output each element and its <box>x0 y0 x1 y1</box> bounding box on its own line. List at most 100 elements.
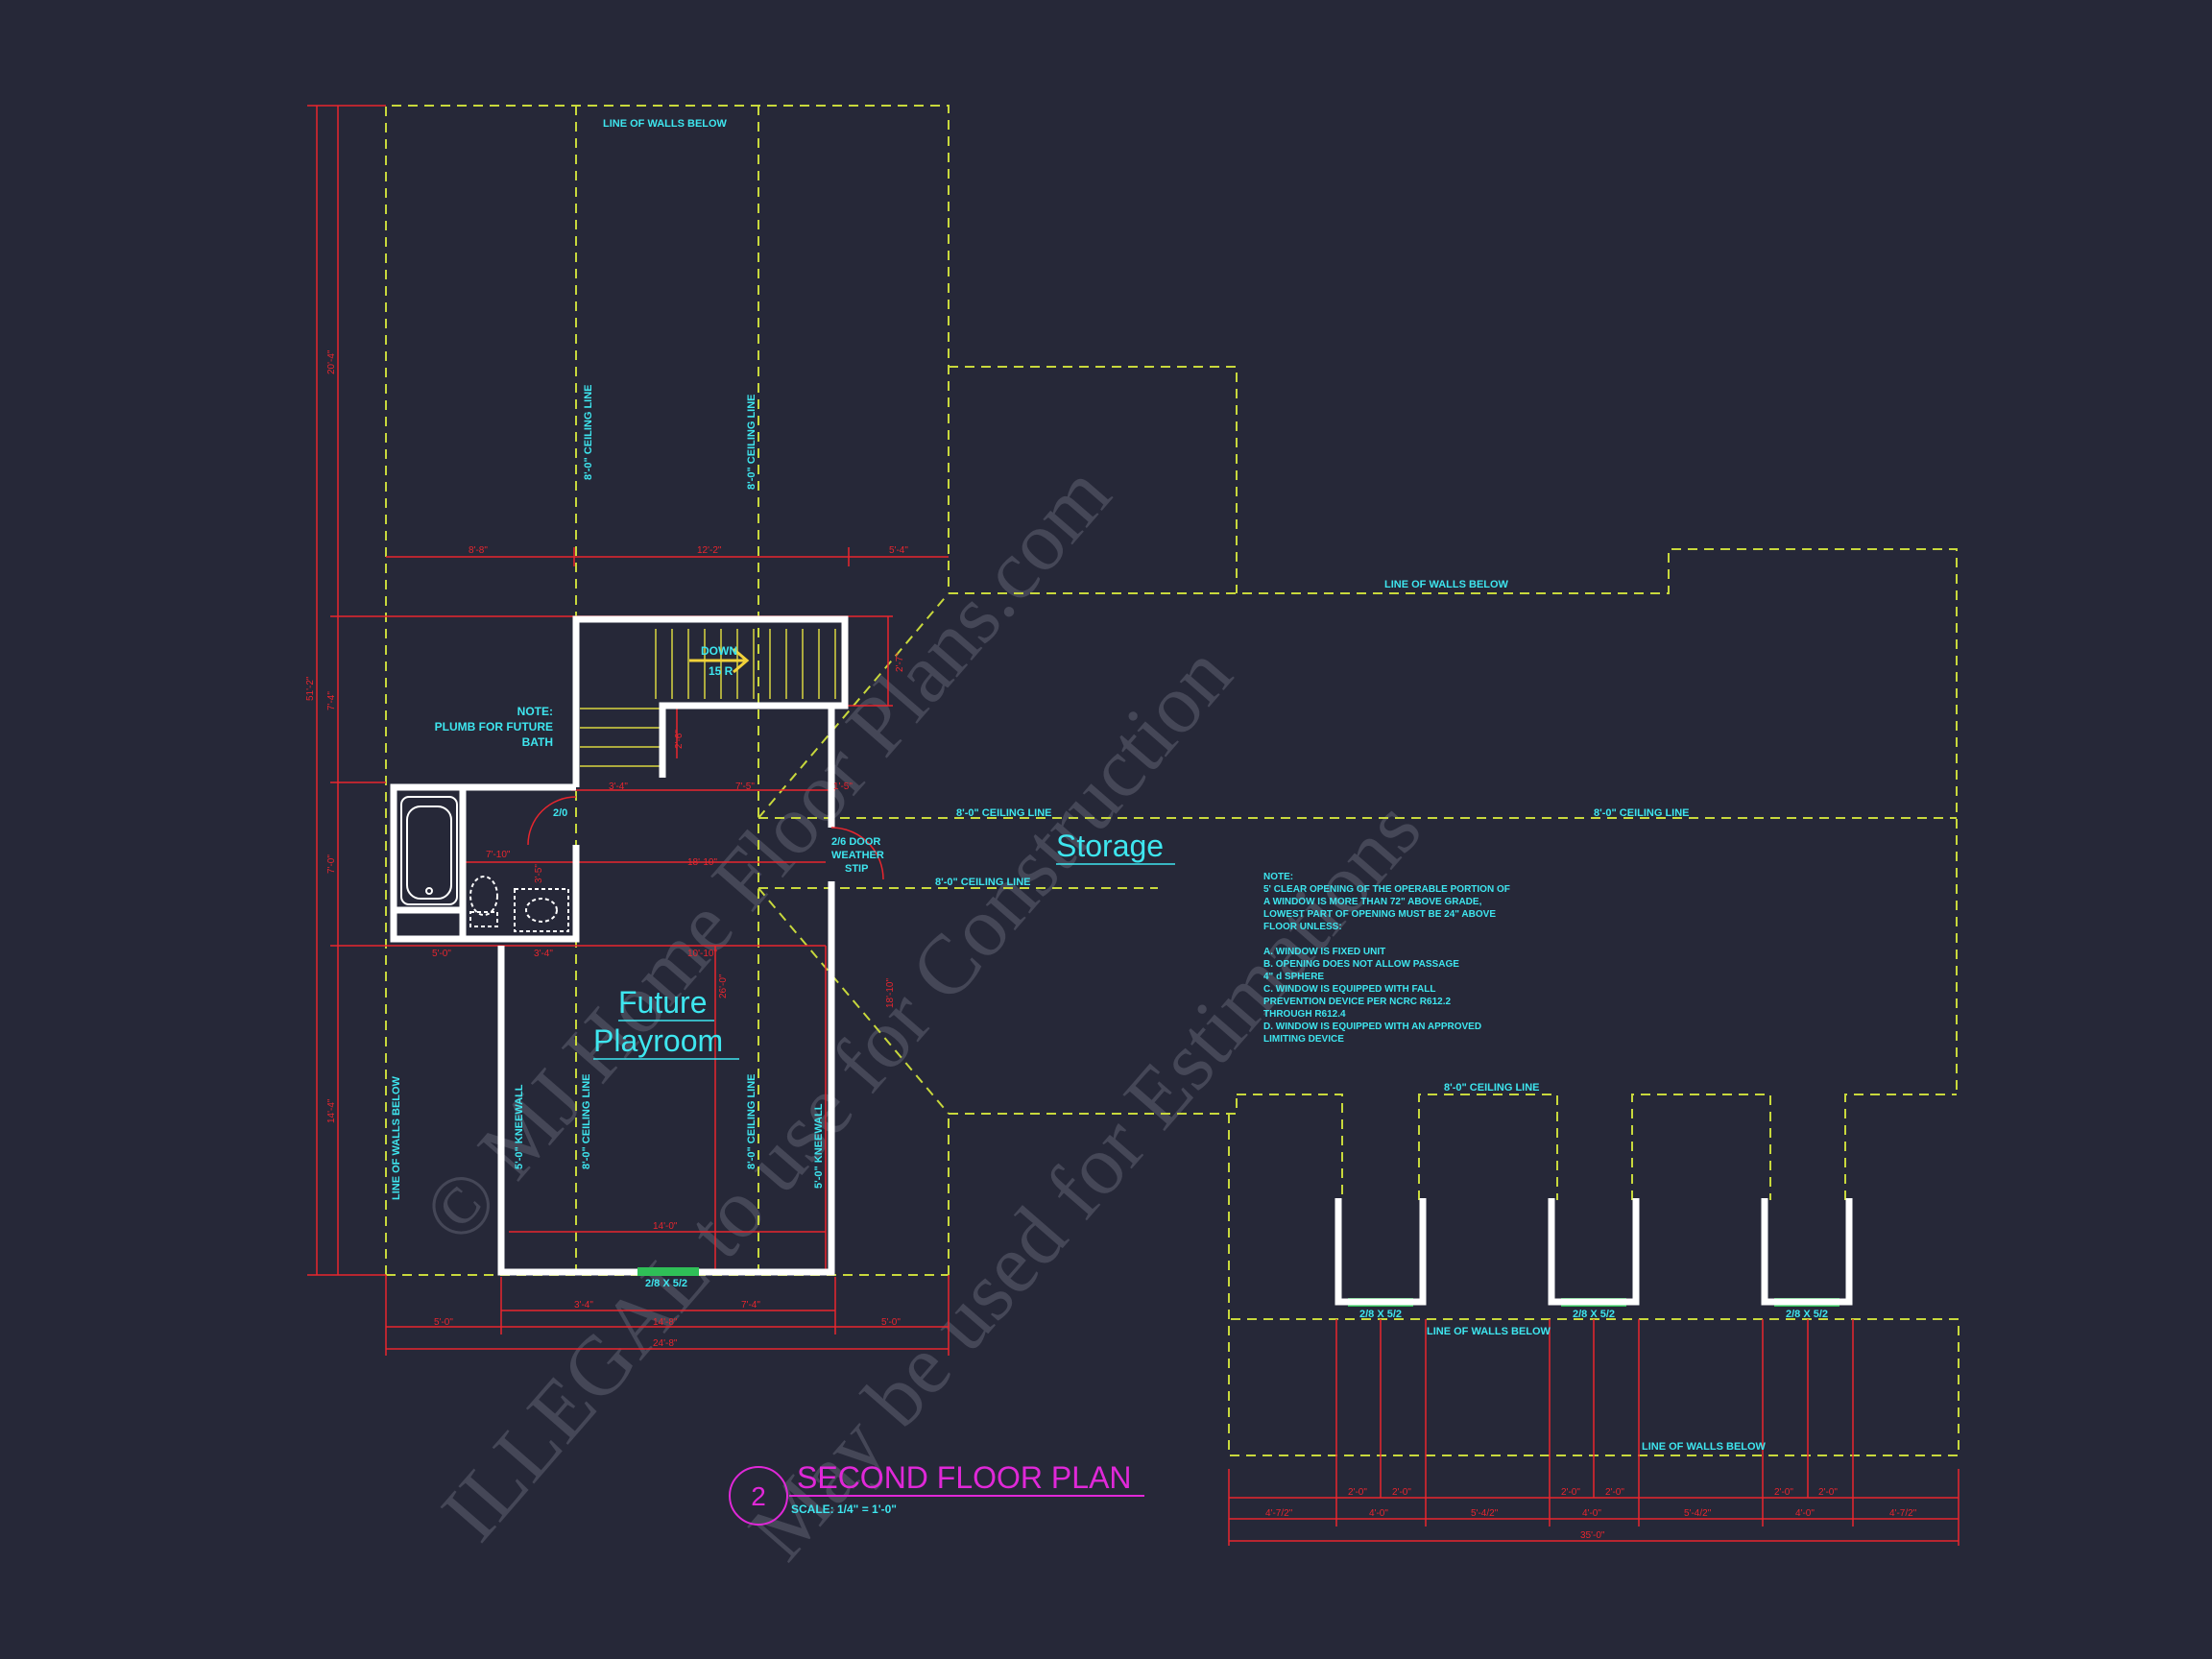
dim-left-stair: 7'-4" <box>326 691 337 710</box>
egress-note-line: B. OPENING DOES NOT ALLOW PASSAGE <box>1263 959 1459 970</box>
label-stair-risers: 15 R <box>709 664 733 678</box>
label-ceiling-v1: 8'-0" CEILING LINE <box>583 384 594 480</box>
dim-play-bottom-inner: 14'-0" <box>653 1221 678 1232</box>
dim-play-top: 10'-10" <box>687 949 717 959</box>
stair-landing-wall <box>659 702 835 758</box>
title-text: SECOND FLOOR PLAN <box>797 1460 1132 1495</box>
doors <box>527 796 884 880</box>
label-note-plumb-2: PLUMB FOR FUTURE <box>435 720 553 733</box>
label-window-playroom: 2/8 X 5/2 <box>645 1278 687 1289</box>
stair-enclosure-wall <box>572 615 849 787</box>
tub-inner <box>406 805 452 900</box>
egress-note-line: C. WINDOW IS EQUIPPED WITH FALL <box>1263 984 1435 995</box>
title-scale: SCALE: 1/4" = 1'-0" <box>791 1503 897 1516</box>
label-door-storage-2: WEATHER <box>831 850 884 861</box>
room-playroom-line-2: Playroom <box>593 1023 723 1058</box>
toilet-tank <box>469 911 498 927</box>
egress-note-line: LOWEST PART OF OPENING MUST BE 24" ABOVE <box>1263 909 1496 920</box>
label-ceiling-storage-3: 8'-0" CEILING LINE <box>935 877 1031 888</box>
toilet <box>469 876 498 916</box>
title-number-circle <box>729 1466 788 1526</box>
label-line-walls-bottom: LINE OF WALLS BELOW <box>1642 1441 1767 1453</box>
label-note-plumb-3: BATH <box>522 735 553 749</box>
egress-note-line: LIMITING DEVICE <box>1263 1034 1344 1045</box>
label-ceiling-play-left: 8'-0" CEILING LINE <box>581 1073 592 1169</box>
dim-bot-row2-a: 5'-0" <box>434 1317 453 1328</box>
dim-dormer-row2-7: 4'-7/2" <box>1889 1508 1917 1519</box>
dim-hall-w: 18'-10" <box>687 857 717 868</box>
storage-outline-top <box>949 548 1958 1094</box>
label-window-dormer-3: 2/8 X 5/2 <box>1786 1309 1828 1320</box>
dormer-walls <box>1334 1198 1853 1306</box>
label-window-dormer-2: 2/8 X 5/2 <box>1573 1309 1615 1320</box>
egress-note-line: NOTE: <box>1263 872 1293 882</box>
dim-dormer-row2-4: 4'-0" <box>1582 1508 1601 1519</box>
egress-note-line: THROUGH R612.4 <box>1263 1009 1346 1020</box>
dim-bath-left: 5'-0" <box>432 949 451 959</box>
dim-dormer-row2-3: 5'-4/2" <box>1471 1508 1499 1519</box>
egress-note: NOTE: 5' CLEAR OPENING OF THE OPERABLE P… <box>1263 872 1510 1045</box>
dim-dormer-b1: 2'-0" <box>1561 1487 1580 1498</box>
label-ceiling-v2: 8'-0" CEILING LINE <box>746 394 757 490</box>
dim-play-mid: 26'-0" <box>718 974 729 998</box>
plan-labels: LINE OF WALLS BELOW 8'-0" CEILING LINE 8… <box>391 118 1828 1453</box>
room-playroom-line-1: Future <box>618 985 707 1020</box>
label-ceiling-dormer: 8'-0" CEILING LINE <box>1444 1082 1540 1094</box>
dim-dormer-row2-5: 5'-4/2" <box>1684 1508 1712 1519</box>
upper-roof-outline <box>385 105 950 1275</box>
label-note-plumb-1: NOTE: <box>517 705 553 718</box>
dim-left-top: 20'-4" <box>326 349 337 374</box>
label-door-storage-3: STIP <box>845 863 868 875</box>
dim-stair-side: 2'-7" <box>895 653 905 672</box>
label-kneewall-right: 5'-0" KNEEWALL <box>813 1103 825 1189</box>
dim-stair-w2: 7'-5" <box>735 781 755 792</box>
label-line-walls-left: LINE OF WALLS BELOW <box>391 1075 402 1200</box>
dormer-ceiling-2 <box>1418 1094 1558 1200</box>
bath-fixtures <box>400 796 569 932</box>
dim-dormer-b2: 2'-0" <box>1605 1487 1624 1498</box>
dimension-lines <box>307 105 1960 1546</box>
dim-stair-h: 2'-6" <box>674 730 685 749</box>
dim-play-right: 18'-10" <box>885 978 896 1008</box>
bath-door-swing <box>527 796 577 846</box>
egress-note-line: A WINDOW IS MORE THAN 72" ABOVE GRADE, <box>1263 897 1482 907</box>
dim-left-overall: 51'-2" <box>305 676 316 701</box>
dimension-texts: 51'-2" 20'-4" 7'-4" 7'-0" 14'-4" 8'-8" 1… <box>305 349 1917 1541</box>
storage-outline-left <box>949 1094 1238 1115</box>
label-door-storage-1: 2/6 DOOR <box>831 836 880 848</box>
label-ceiling-storage-1: 8'-0" CEILING LINE <box>956 807 1052 819</box>
sink-bowl <box>525 898 558 923</box>
egress-note-line: PREVENTION DEVICE PER NCRC R612.2 <box>1263 997 1451 1007</box>
label-stair-down: DOWN <box>701 644 737 658</box>
egress-note-line: D. WINDOW IS EQUIPPED WITH AN APPROVED <box>1263 1022 1481 1032</box>
bath-wall <box>390 783 580 943</box>
dim-bath-h: 3'-5" <box>534 864 544 883</box>
window-playroom <box>637 1267 699 1276</box>
hip-line-2 <box>757 887 950 1115</box>
dashed-lines <box>385 105 1960 1456</box>
dim-dormer-c2: 2'-0" <box>1818 1487 1838 1498</box>
label-line-walls-top: LINE OF WALLS BELOW <box>603 118 728 130</box>
stair-arrow-icon <box>689 647 750 674</box>
dim-bot-row2-c: 5'-0" <box>881 1317 901 1328</box>
label-ceiling-play-right: 8'-0" CEILING LINE <box>746 1073 757 1169</box>
dim-bot-row1-a: 3'-4" <box>574 1300 593 1310</box>
dim-dormer-row2-2: 4'-0" <box>1369 1508 1388 1519</box>
dormer-ceiling-4 <box>1844 1094 1957 1200</box>
title-block: 2 SECOND FLOOR PLAN SCALE: 1/4" = 1'-0" <box>729 1460 1144 1526</box>
dormer-ceiling-outline <box>1237 1094 1343 1200</box>
room-storage: Storage <box>1056 829 1164 863</box>
dim-left-bath: 7'-0" <box>326 854 337 874</box>
label-line-walls-storage: LINE OF WALLS BELOW <box>1384 579 1509 590</box>
egress-note-line: 4" d SPHERE <box>1263 972 1324 982</box>
dim-top-seg2: 12'-2" <box>697 545 722 556</box>
sink-vanity <box>514 888 569 932</box>
dim-dormer-overall: 35'-0" <box>1580 1530 1605 1541</box>
dim-bot-row2-b: 14'-8" <box>653 1317 678 1328</box>
label-window-dormer-1: 2/8 X 5/2 <box>1359 1309 1402 1320</box>
dim-dormer-a2: 2'-0" <box>1392 1487 1411 1498</box>
title-number: 2 <box>751 1481 766 1511</box>
label-line-walls-dormer: LINE OF WALLS BELOW <box>1427 1326 1551 1337</box>
dim-dormer-row2-1: 4'-7/2" <box>1265 1508 1293 1519</box>
